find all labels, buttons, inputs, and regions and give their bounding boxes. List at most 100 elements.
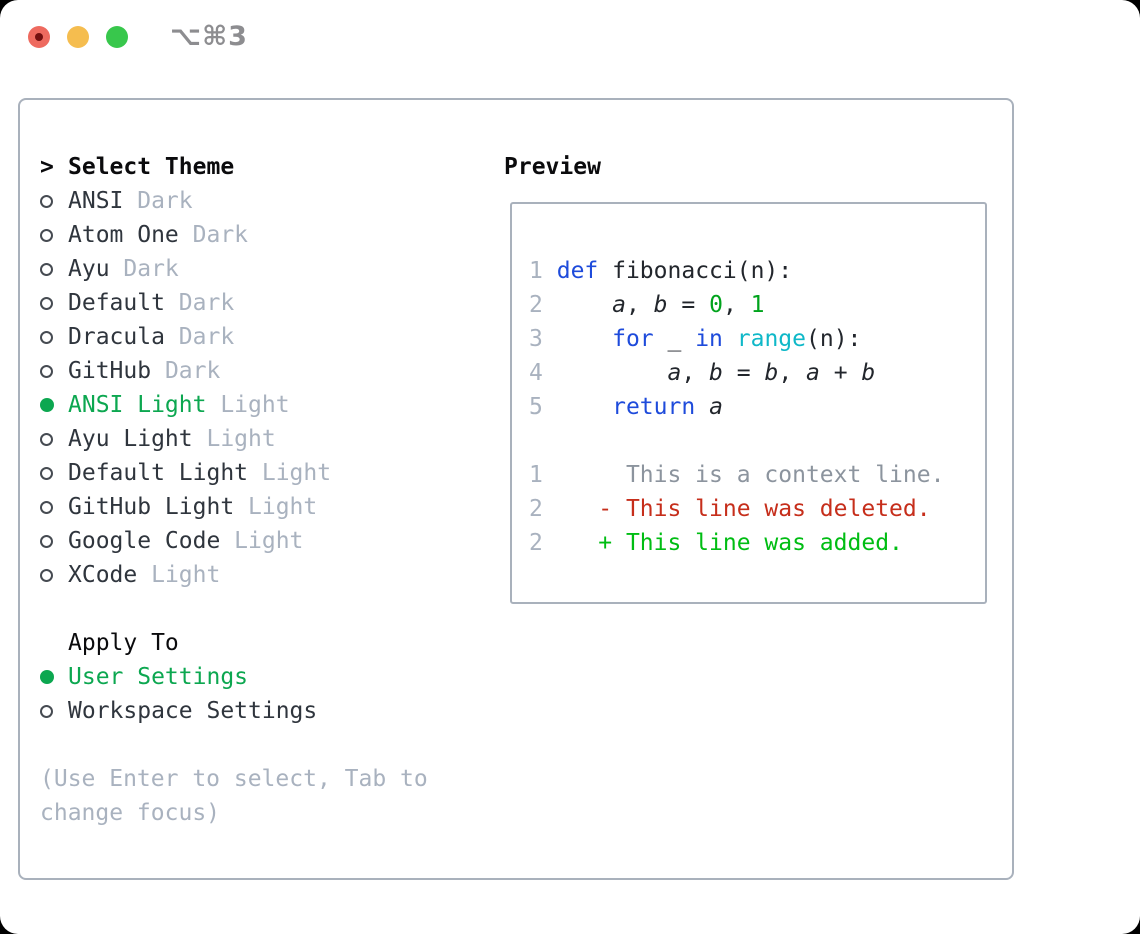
apply-to-list: User Settings Workspace Settings bbox=[40, 660, 428, 728]
theme-name: ANSI Light bbox=[68, 392, 207, 418]
code-token: (n): bbox=[806, 326, 862, 352]
radio-icon bbox=[40, 568, 53, 582]
theme-name: Default Light bbox=[68, 460, 249, 486]
theme-option[interactable]: Atom One Dark bbox=[40, 218, 428, 252]
theme-option[interactable]: Dracula Dark bbox=[40, 320, 428, 354]
theme-option[interactable]: ANSI Dark bbox=[40, 184, 428, 218]
line-number: 5 bbox=[529, 394, 543, 420]
theme-name: Ayu Light bbox=[68, 426, 193, 452]
code-token: return bbox=[612, 394, 696, 420]
select-theme-title: Select Theme bbox=[68, 154, 235, 180]
code-token bbox=[543, 360, 668, 386]
theme-tag: Dark bbox=[192, 222, 249, 248]
theme-name: GitHub bbox=[68, 358, 152, 384]
theme-name: Atom One bbox=[68, 222, 179, 248]
theme-option[interactable]: Default Dark bbox=[40, 286, 428, 320]
code-token: 1 bbox=[750, 292, 765, 318]
theme-option[interactable]: XCode Light bbox=[40, 558, 428, 592]
caret-icon: > bbox=[40, 154, 54, 180]
code-token: a bbox=[806, 360, 820, 386]
close-button-icon[interactable] bbox=[28, 26, 50, 48]
radio-slot bbox=[40, 670, 68, 684]
theme-tag: Dark bbox=[178, 324, 235, 350]
code-token: , bbox=[625, 292, 654, 318]
line-number: 2 bbox=[529, 496, 543, 522]
theme-option[interactable]: ANSI Light Light bbox=[40, 388, 428, 422]
line-number: 3 bbox=[529, 326, 543, 352]
radio-slot bbox=[40, 466, 68, 480]
code-line: 4 a, b = b, a + b bbox=[529, 356, 985, 390]
apply-to-title: Apply To bbox=[68, 630, 179, 656]
theme-name: Ayu bbox=[68, 256, 110, 282]
theme-option[interactable]: Ayu Light Light bbox=[40, 422, 428, 456]
code-token: = bbox=[722, 360, 765, 386]
focus-caret-slot: > bbox=[40, 150, 68, 184]
traffic-lights bbox=[28, 26, 128, 48]
preview-title: Preview bbox=[504, 154, 601, 180]
minimize-button-icon[interactable] bbox=[67, 26, 89, 48]
code-line: 5 return a bbox=[529, 390, 985, 424]
radio-slot bbox=[40, 228, 68, 242]
radio-icon bbox=[40, 704, 53, 718]
theme-tag: Light bbox=[234, 528, 304, 554]
code-line: 2 a, b = 0, 1 bbox=[529, 288, 985, 322]
code-token: + This line was added. bbox=[598, 530, 903, 556]
theme-tag: Light bbox=[206, 426, 276, 452]
theme-tag: Light bbox=[151, 562, 221, 588]
select-theme-header: > Select Theme bbox=[40, 150, 428, 184]
radio-icon bbox=[40, 364, 53, 378]
code-token: , bbox=[681, 360, 710, 386]
radio-slot bbox=[40, 398, 68, 412]
code-token: for bbox=[612, 326, 654, 352]
spacer bbox=[40, 592, 428, 626]
theme-list: ANSI Dark Atom One Dark Ayu Dark Default… bbox=[40, 184, 428, 592]
theme-option[interactable]: Default Light Light bbox=[40, 456, 428, 490]
zoom-button-icon[interactable] bbox=[106, 26, 128, 48]
code-line: 1 def fibonacci(n): bbox=[529, 254, 985, 288]
code-token: b bbox=[709, 360, 723, 386]
code-token: a bbox=[612, 292, 626, 318]
theme-option[interactable]: GitHub Light Light bbox=[40, 490, 428, 524]
radio-icon bbox=[40, 330, 53, 344]
code-line: 3 for _ in range(n): bbox=[529, 322, 985, 356]
apply-to-label: Workspace Settings bbox=[68, 698, 318, 724]
theme-option[interactable]: Google Code Light bbox=[40, 524, 428, 558]
theme-option[interactable]: GitHub Dark bbox=[40, 354, 428, 388]
radio-slot bbox=[40, 194, 68, 208]
code-line: 2 - This line was deleted. bbox=[529, 492, 985, 526]
code-token: This is a context line. bbox=[542, 462, 945, 488]
code-token: a bbox=[709, 394, 723, 420]
apply-to-option[interactable]: Workspace Settings bbox=[40, 694, 428, 728]
line-number: 1 bbox=[529, 462, 543, 488]
code-token: range bbox=[736, 326, 807, 352]
theme-selector-panel: > Select Theme ANSI Dark Atom One Dark A… bbox=[18, 98, 1014, 880]
code-token: _ bbox=[653, 326, 696, 352]
code-token: - This line was deleted. bbox=[598, 496, 931, 522]
line-number: 4 bbox=[529, 360, 543, 386]
radio-slot bbox=[40, 568, 68, 582]
code-token: b bbox=[861, 360, 876, 386]
code-token: = bbox=[667, 292, 710, 318]
code-token: + bbox=[819, 360, 862, 386]
code-token bbox=[543, 292, 612, 318]
radio-icon bbox=[40, 296, 53, 310]
code-token bbox=[543, 530, 598, 556]
code-token: a bbox=[667, 360, 682, 386]
radio-slot bbox=[40, 534, 68, 548]
radio-slot bbox=[40, 262, 68, 276]
theme-tag: Dark bbox=[123, 256, 179, 282]
theme-option[interactable]: Ayu Dark bbox=[40, 252, 428, 286]
theme-name: Dracula bbox=[68, 324, 165, 350]
spacer bbox=[40, 728, 428, 762]
code-token: , bbox=[722, 292, 751, 318]
radio-slot bbox=[40, 500, 68, 514]
selected-radio-icon bbox=[40, 670, 54, 684]
radio-icon bbox=[40, 194, 53, 208]
radio-icon bbox=[40, 262, 53, 276]
code-token: fibonacci(n): bbox=[598, 258, 793, 284]
radio-icon bbox=[40, 466, 53, 480]
code-token bbox=[543, 394, 612, 420]
apply-to-option[interactable]: User Settings bbox=[40, 660, 428, 694]
